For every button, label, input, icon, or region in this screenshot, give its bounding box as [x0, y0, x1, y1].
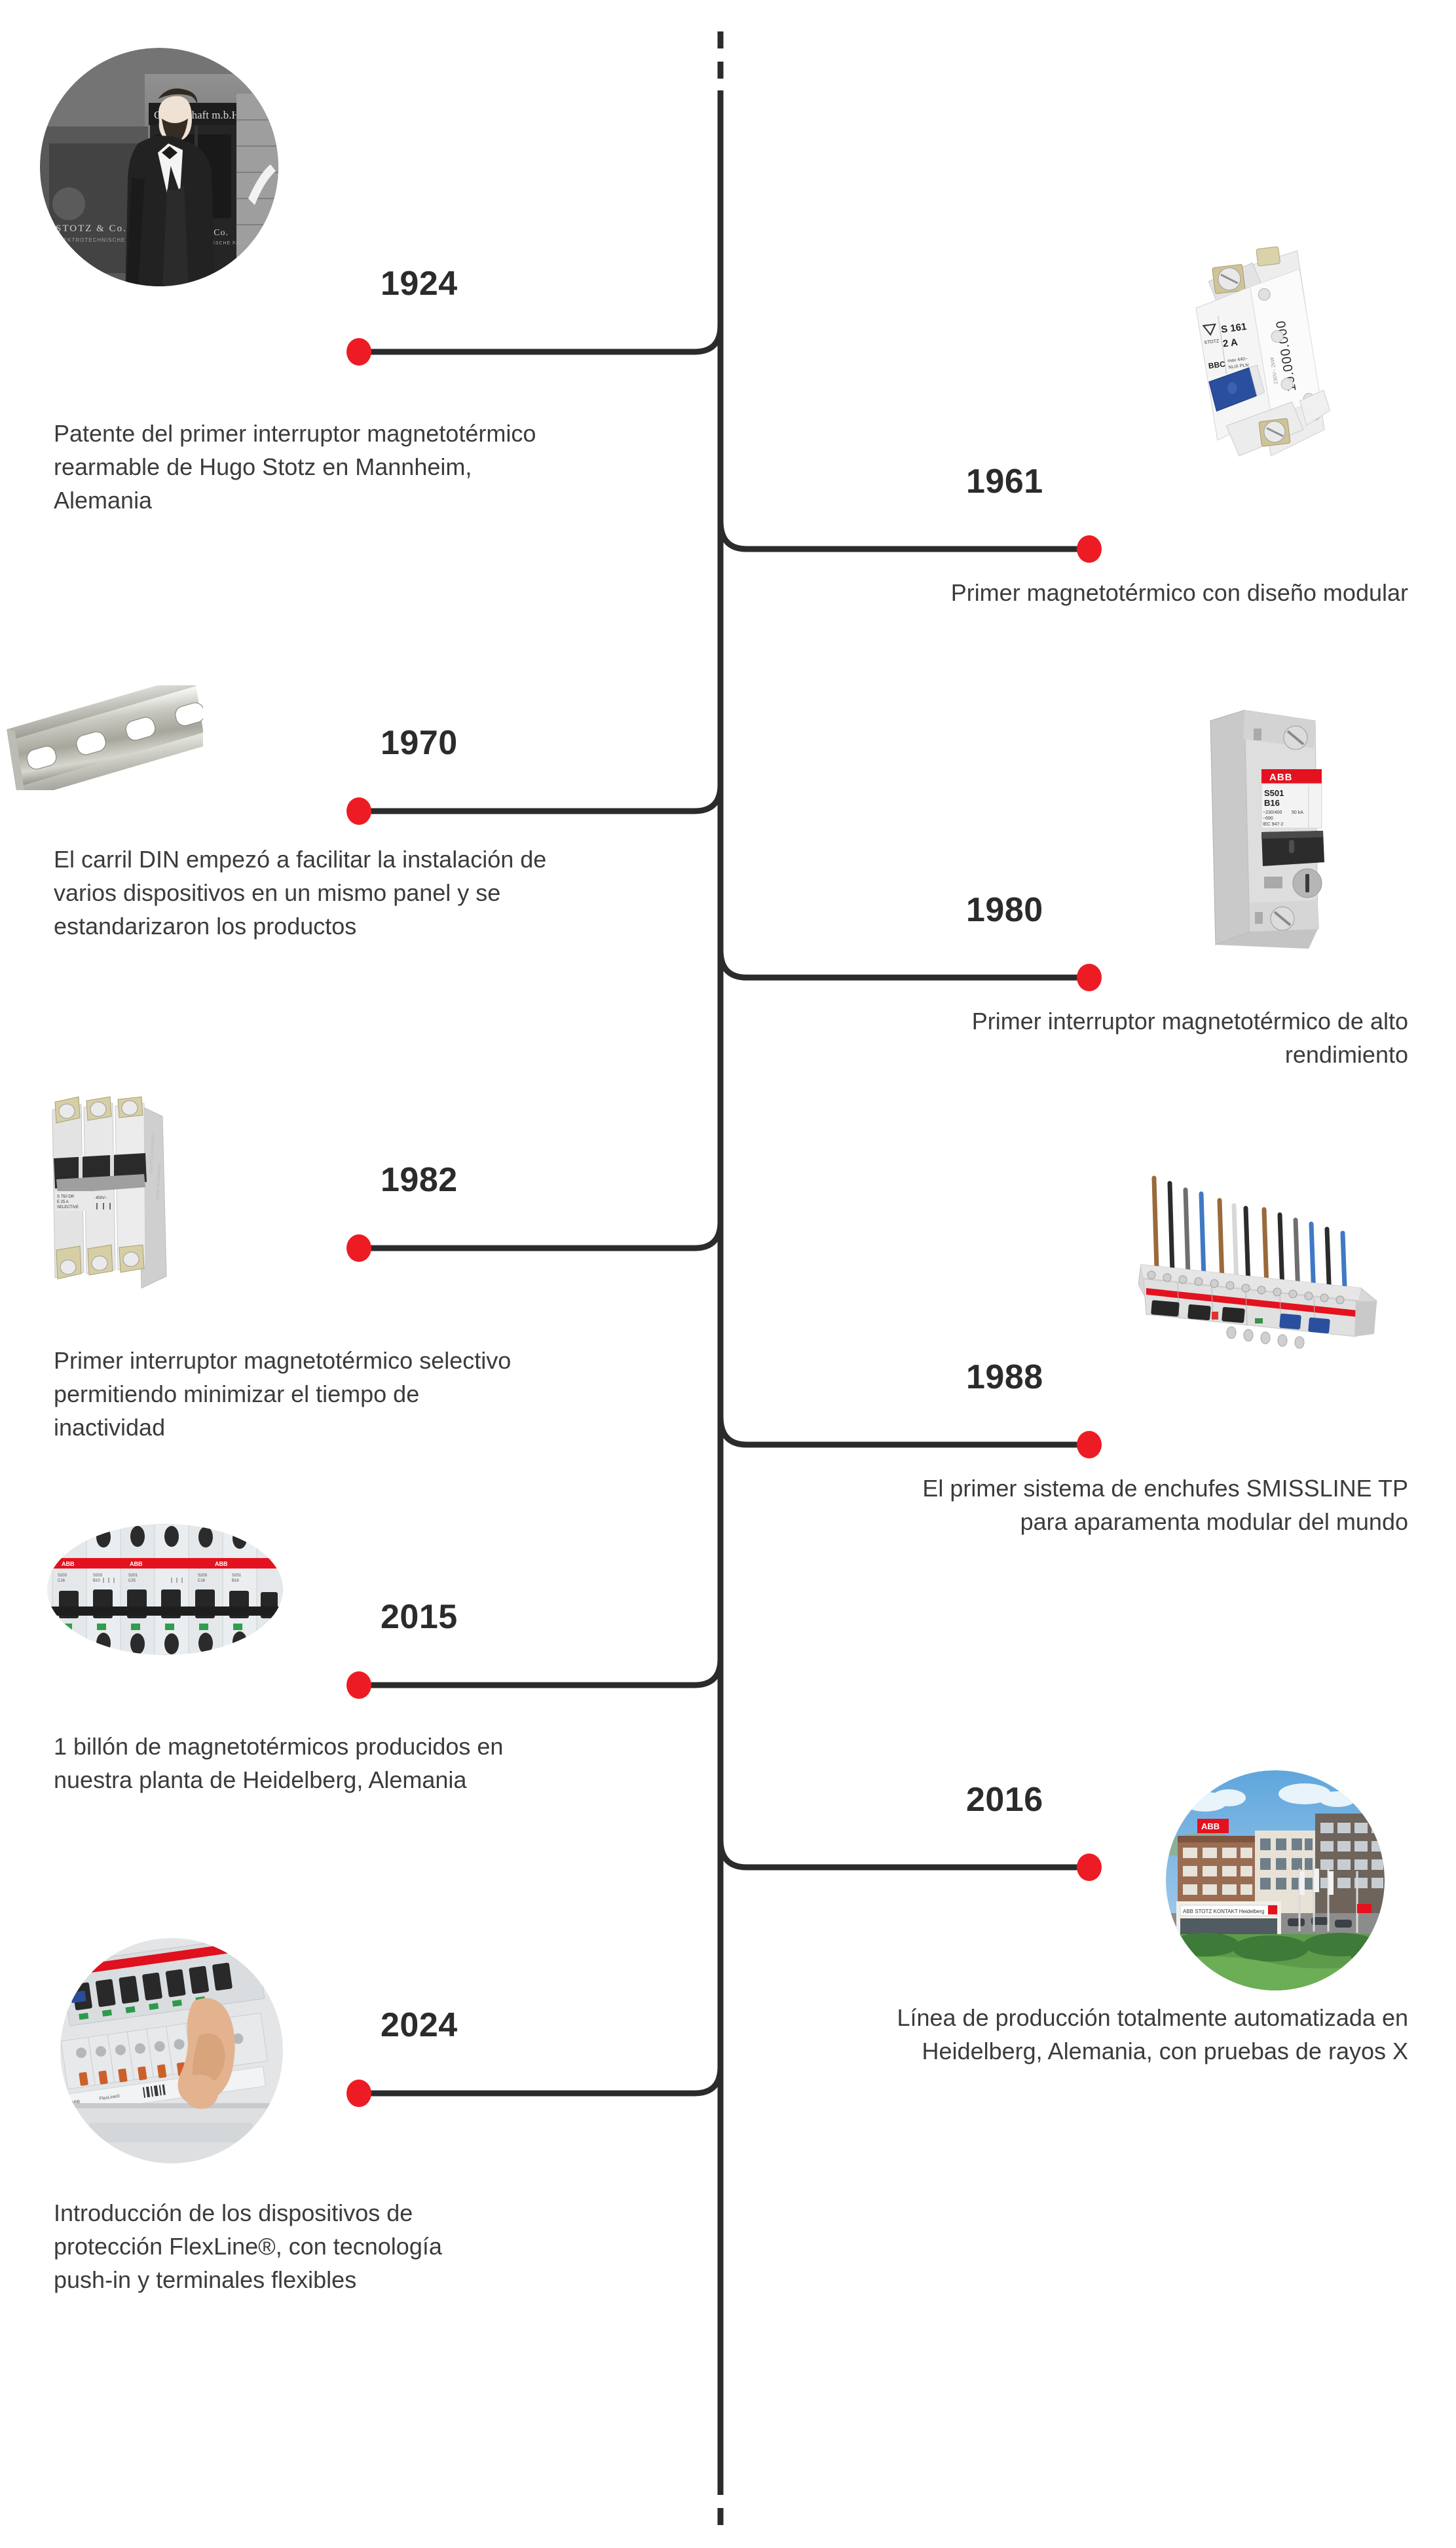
svg-text:B16: B16	[1264, 798, 1280, 808]
svg-text:ABB: ABB	[1269, 772, 1293, 783]
svg-text:B16: B16	[232, 1579, 239, 1583]
svg-text:NLIX PLN: NLIX PLN	[1228, 363, 1249, 370]
svg-text:ABB: ABB	[69, 1966, 83, 1975]
timeline-dot-1970	[346, 797, 371, 825]
entry-description-1980: Primer interruptor magnetotérmico de alt…	[971, 1008, 1408, 1068]
svg-text:IEC 947-2: IEC 947-2	[1263, 822, 1284, 827]
svg-text:2 A: 2 A	[1222, 337, 1239, 350]
svg-text:S 161: S 161	[1220, 321, 1247, 335]
entry-description-2016: Línea de producción totalmente automatiz…	[897, 2004, 1408, 2064]
svg-text:BBC: BBC	[1208, 359, 1226, 370]
year-label-2016: 2016	[966, 1781, 1043, 1819]
year-label-2024: 2024	[381, 2006, 458, 2044]
svg-text:~230/400: ~230/400	[1263, 810, 1282, 815]
year-label-1980: 1980	[966, 891, 1043, 929]
svg-text:E 25 A: E 25 A	[57, 1200, 69, 1204]
svg-text:S203: S203	[58, 1574, 67, 1578]
timeline-dot-1982	[346, 1234, 371, 1262]
entry-description-1982: Primer interruptor magnetotérmico select…	[54, 1347, 512, 1441]
entry-description-1961: Primer magnetotérmico con diseño modular	[950, 579, 1408, 606]
hugo-stotz-storefront-photo: Gesellschaft m.b.H. STOTZ & C	[40, 48, 278, 286]
entry-description-1970: El carril DIN empezó a facilitar la inst…	[54, 846, 547, 940]
flexline-push-in-install-photo: ABB	[60, 1938, 283, 2163]
svg-text:ABB: ABB	[62, 1561, 75, 1567]
timeline-dot-1988	[1077, 1431, 1102, 1458]
entry-description-2024: Introducción de los dispositivos de prot…	[54, 2199, 442, 2293]
year-label-1970: 1970	[381, 724, 458, 762]
svg-text:max 440~: max 440~	[1227, 356, 1248, 364]
din-rail-photo	[7, 685, 203, 790]
svg-text:400V~: 400V~	[96, 1196, 107, 1200]
year-label-1961: 1961	[966, 463, 1043, 501]
year-label-1988: 1988	[966, 1358, 1043, 1396]
svg-text:~690: ~690	[1263, 816, 1273, 821]
svg-text:ABB STOTZ-KONTAKT: ABB STOTZ-KONTAKT	[149, 1132, 156, 1174]
s161-2a-modular-breaker-photo: S 161 2 A STOTZ BBC max 440~ NLIX PLN 10…	[1153, 241, 1349, 497]
svg-text:S203: S203	[93, 1574, 103, 1578]
svg-text:C16: C16	[58, 1579, 65, 1583]
entry-description-2015: 1 billón de magnetotérmicos producidos e…	[54, 1733, 504, 1793]
svg-text:ABB STOTZ KONTAKT Heidelberg: ABB STOTZ KONTAKT Heidelberg	[1183, 1909, 1264, 1914]
svg-text:S201: S201	[232, 1574, 242, 1578]
svg-text:ABB: ABB	[71, 2100, 81, 2106]
year-label-2015: 2015	[381, 1598, 458, 1636]
s501-b16-high-performance-breaker-photo: ABB S501 B16 ~230/400 50 kA ~690 IEC 947…	[1199, 701, 1349, 963]
svg-text:S 750 DR: S 750 DR	[57, 1195, 75, 1199]
timeline-dot-1961	[1077, 535, 1102, 563]
svg-text:STOTZ & Co.: STOTZ & Co.	[56, 223, 127, 234]
svg-text:50 kA: 50 kA	[1292, 810, 1303, 815]
svg-text:SELECTIVE: SELECTIVE	[57, 1206, 79, 1209]
timeline-dot-2016	[1077, 1854, 1102, 1881]
svg-text:S203: S203	[198, 1574, 208, 1578]
timeline-dot-2015	[346, 1671, 371, 1699]
entry-description-1924: Patente del primer interruptor magnetoté…	[54, 420, 536, 514]
year-label-1924: 1924	[381, 265, 458, 303]
timeline-dot-2024	[346, 2080, 371, 2107]
svg-text:ABB: ABB	[130, 1561, 143, 1567]
svg-text:MADE IN GERMANY: MADE IN GERMANY	[156, 1163, 162, 1200]
svg-text:B10: B10	[93, 1579, 100, 1583]
svg-text:S501: S501	[1264, 788, 1284, 798]
year-label-1982: 1982	[381, 1161, 458, 1199]
selective-3pole-breaker-photo: S 750 DR E 25 A SELECTIVE 400V~	[41, 1095, 217, 1292]
svg-text:ELEKTROTECHNISCHE FABRIK: ELEKTROTECHNISCHE FABRIK	[56, 237, 150, 243]
smissline-tp-plug-in-system-photo	[1115, 1173, 1416, 1363]
svg-text:ABB: ABB	[1201, 1821, 1220, 1831]
svg-text:C25: C25	[128, 1579, 136, 1583]
timeline-dot-1924	[346, 338, 371, 366]
heidelberg-plant-building-photo: ABB	[1166, 1770, 1385, 1990]
timeline-dot-1980	[1077, 964, 1102, 991]
svg-text:ABB: ABB	[215, 1561, 228, 1567]
entry-description-1988: El primer sistema de enchufes SMISSLINE …	[922, 1475, 1408, 1535]
svg-text:C16: C16	[198, 1579, 206, 1583]
svg-text:STOTZ: STOTZ	[1204, 339, 1220, 345]
svg-text:S201: S201	[128, 1574, 138, 1578]
